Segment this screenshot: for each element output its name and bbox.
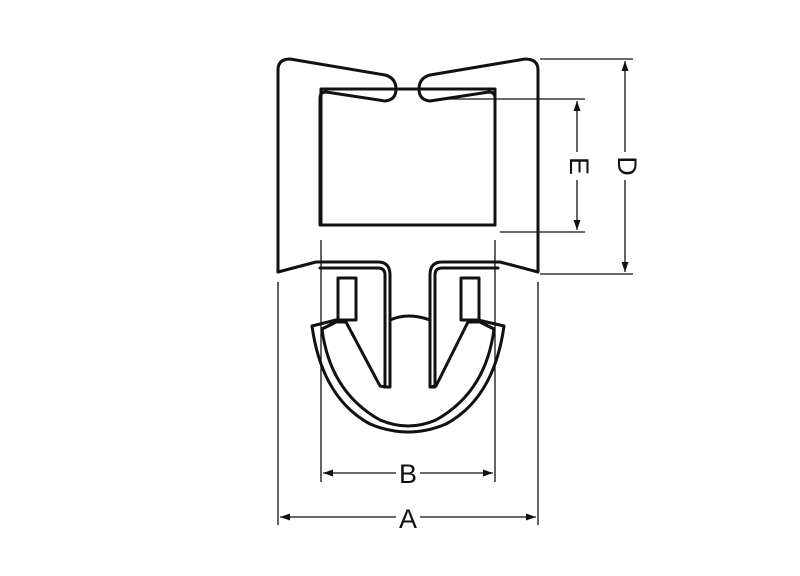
dim-label-e: E	[564, 157, 594, 175]
label-e-bg	[563, 152, 591, 180]
dim-label-b: B	[399, 459, 417, 489]
right-barb-arm	[428, 320, 496, 389]
label-b-bg	[396, 460, 420, 488]
dim-label-d: D	[612, 156, 642, 176]
dim-label-a: A	[399, 504, 417, 534]
right-lock-tab	[459, 276, 481, 322]
inner-channel	[319, 87, 497, 227]
label-a-bg	[396, 505, 420, 533]
center-slot	[388, 314, 432, 322]
clip-arrow-head	[310, 318, 506, 434]
clip-left-flange	[276, 260, 392, 389]
clip-outer-body	[276, 57, 540, 389]
left-barb-arm	[320, 320, 387, 389]
left-lock-tab	[336, 276, 358, 322]
label-d-bg	[612, 152, 640, 180]
